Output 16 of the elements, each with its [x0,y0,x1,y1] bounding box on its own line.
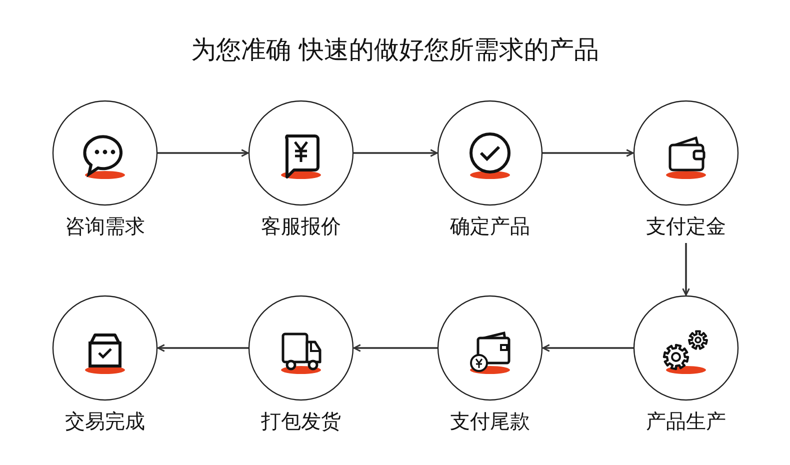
step-label: 产品生产 [645,408,727,435]
arrow [542,344,634,352]
step-label: 客服报价 [260,213,342,240]
arrow [157,344,249,352]
arrow [353,344,438,352]
step-label: 交易完成 [64,408,146,435]
arrow [157,149,249,157]
arrow [542,149,634,157]
step-label: 咨询需求 [64,213,146,240]
step-label: 支付尾款 [449,408,531,435]
heading: 为您准确 快速的做好您所需求的产品 [190,34,600,66]
step-label: 打包发货 [260,408,342,435]
step-label: 支付定金 [645,213,727,240]
step-label: 确定产品 [449,213,531,240]
arrow [682,243,690,296]
arrow [353,149,438,157]
